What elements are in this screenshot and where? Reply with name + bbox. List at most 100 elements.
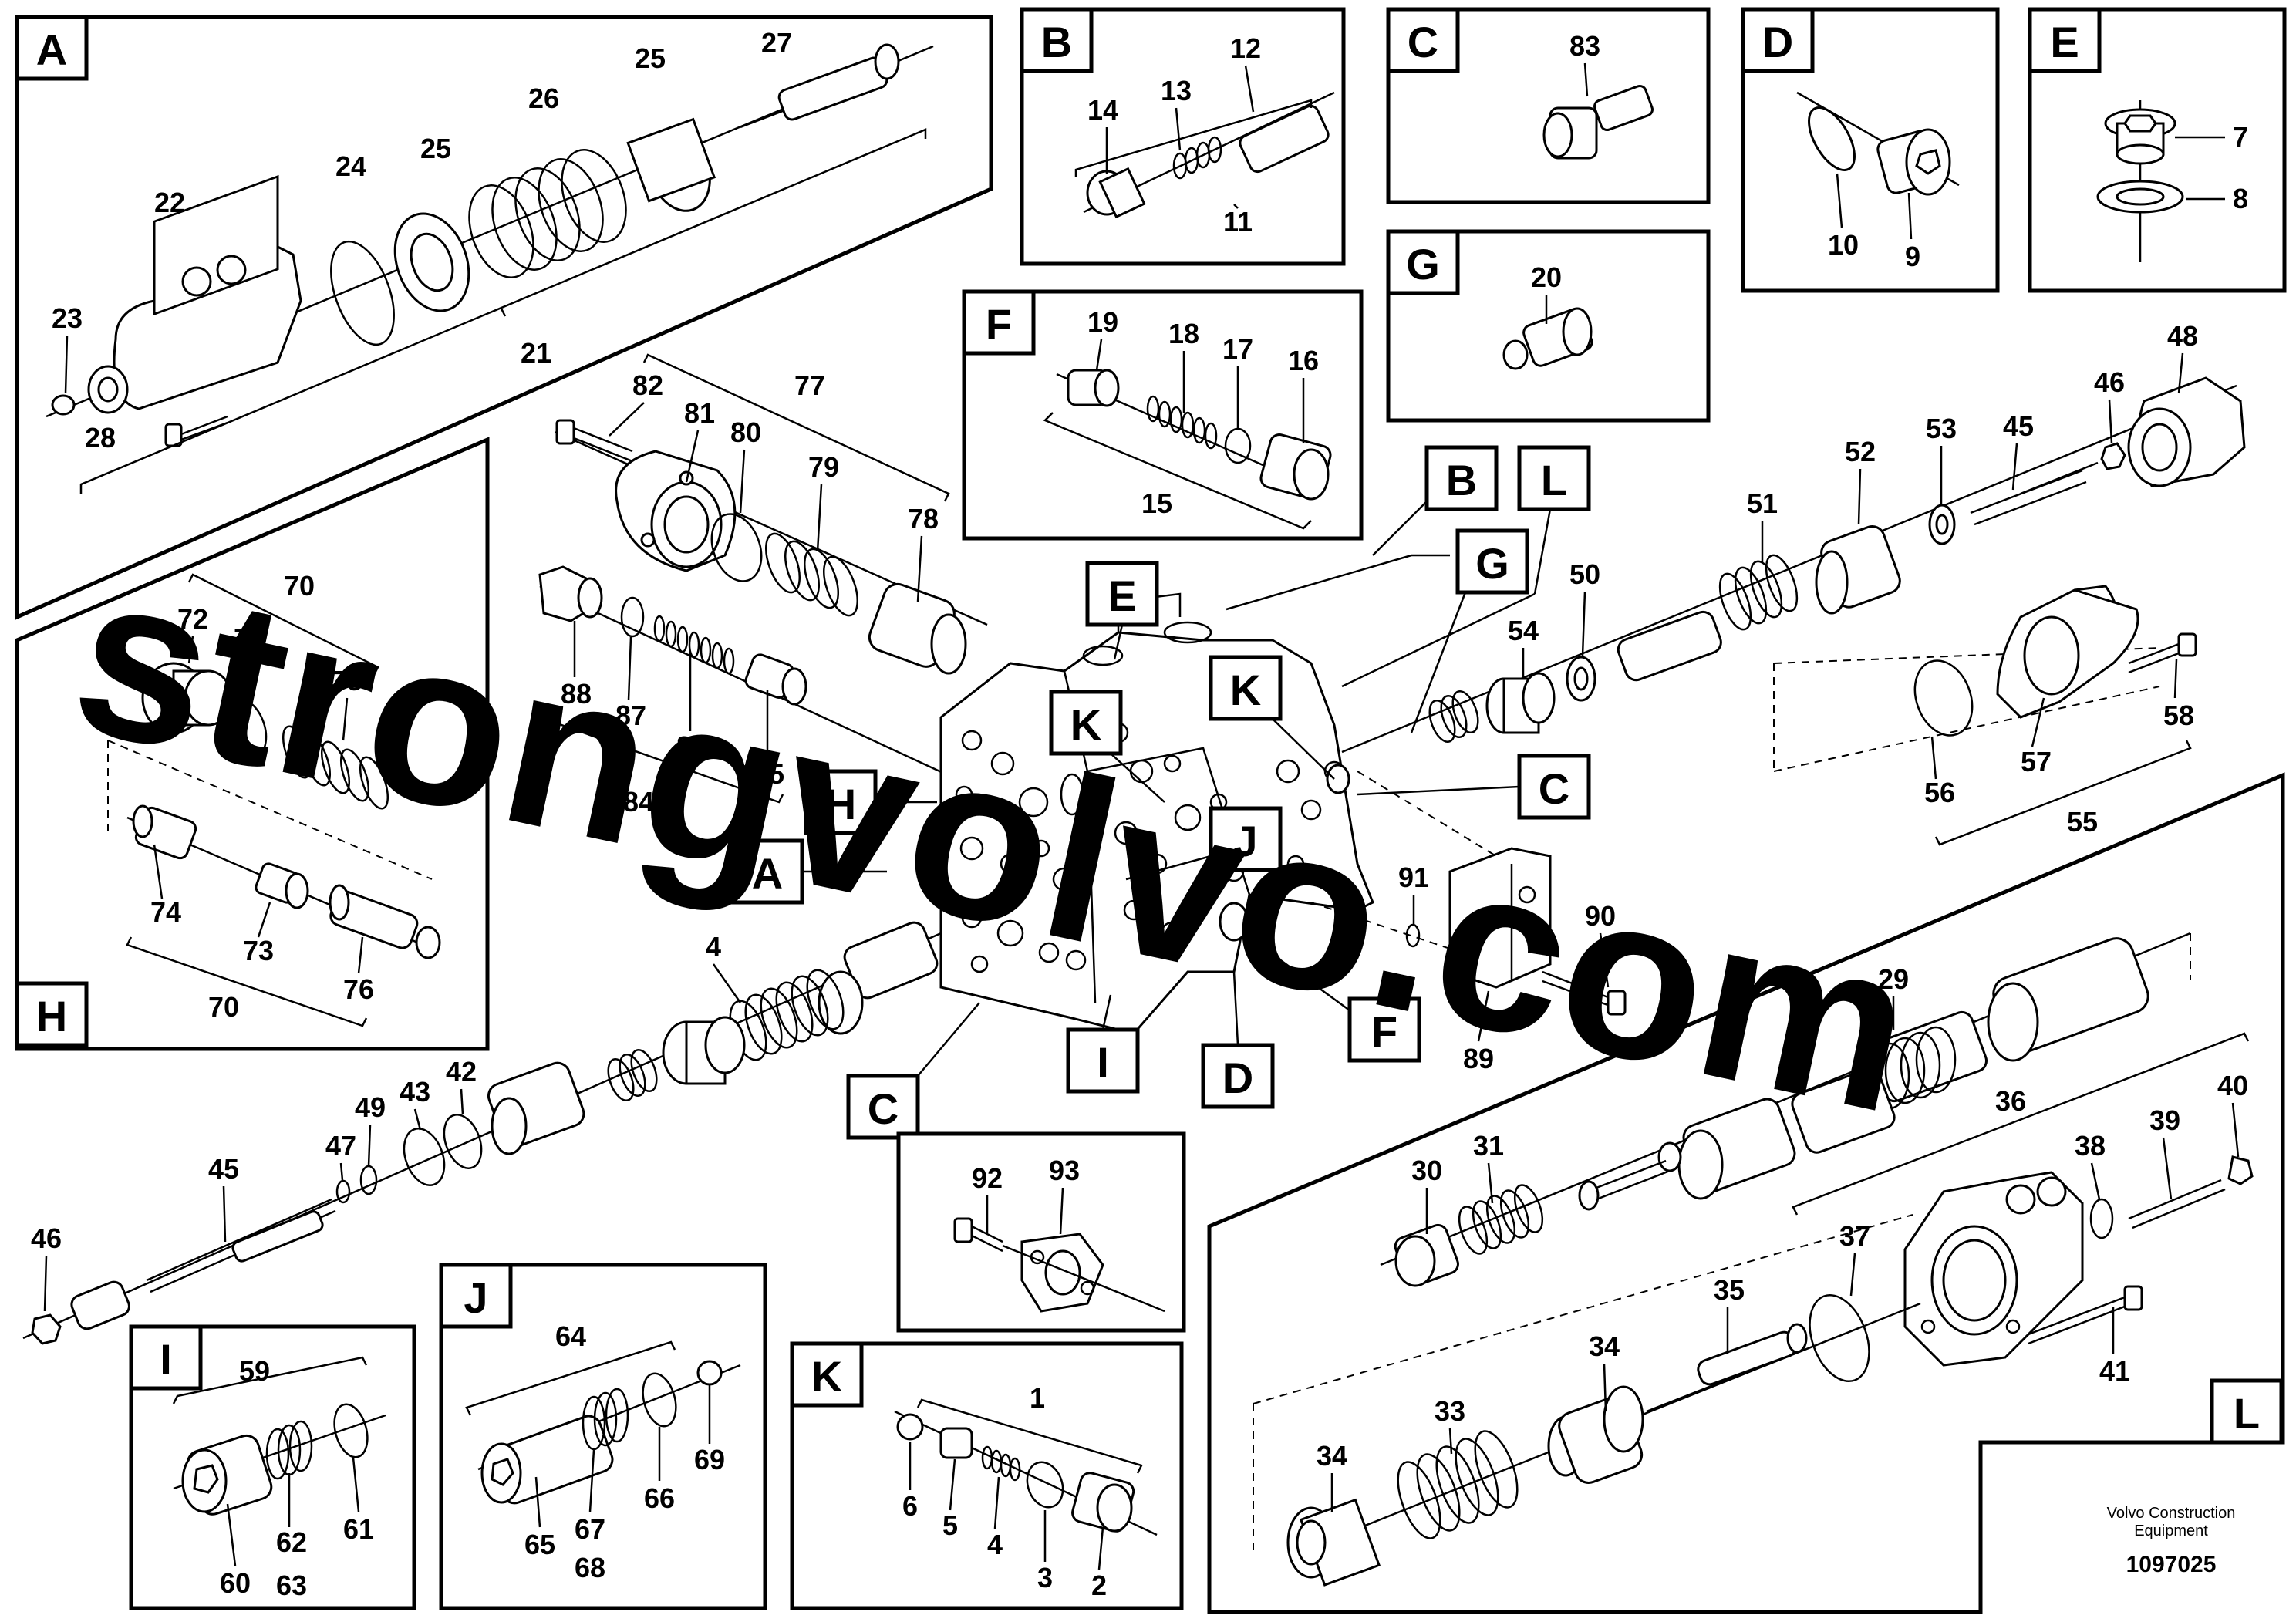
part-number-label: 74	[150, 896, 181, 928]
part-number-label: 42	[446, 1056, 477, 1088]
part-number-label: 70	[208, 991, 239, 1023]
section-a-label: A	[36, 25, 67, 74]
part-37-oring	[1809, 1293, 1870, 1383]
part-20	[1502, 307, 1593, 370]
assembly-77-84: 77 82 81 80 79 78 88 87 86 85 84	[538, 353, 988, 818]
part-35-rod	[1646, 1323, 1808, 1413]
part-82-screw	[555, 419, 633, 463]
part-number-label: 56	[1924, 777, 1955, 808]
part-87-oring	[620, 596, 645, 638]
part-22-housing	[87, 174, 302, 414]
part-61-oring	[333, 1403, 369, 1458]
part-54	[1485, 672, 1556, 734]
spring-left	[607, 1049, 658, 1101]
panel-f: F 19 18 17 16 15	[962, 289, 1364, 541]
part-number-label: 69	[694, 1444, 725, 1475]
section-l-label: L	[2234, 1389, 2260, 1438]
part-6-ball	[896, 1413, 924, 1441]
part-number-label: 5	[942, 1509, 958, 1541]
part-49	[359, 1165, 378, 1195]
part-number-label: 86	[676, 730, 707, 762]
part-34-seat	[1286, 1498, 1381, 1587]
part-30-plug	[1394, 1223, 1459, 1287]
part-4-spring	[981, 1445, 1021, 1482]
part-78-seat	[868, 582, 967, 675]
section-c-label: C	[1408, 18, 1438, 66]
part-number-label: 81	[684, 397, 715, 429]
section-callout-label: J	[1233, 817, 1257, 865]
part-number-label: 64	[555, 1320, 586, 1352]
part-number-label: 92	[972, 1162, 1003, 1194]
section-callout-label: H	[825, 780, 856, 828]
panel-c-top: C 83	[1386, 7, 1711, 204]
part-71-oring	[218, 696, 268, 761]
part-number-label: 89	[1463, 1043, 1494, 1074]
part-45-rod	[1970, 461, 2099, 526]
part-number-label: 12	[1230, 32, 1261, 64]
part-8-washer	[2096, 180, 2184, 214]
part-93-clamp	[1020, 1233, 1104, 1313]
part-number-label: 72	[177, 603, 208, 635]
part-number-label: 58	[2163, 700, 2194, 731]
part-number-label: 78	[908, 503, 939, 534]
part-88	[538, 565, 603, 622]
part-number-label: 11	[1223, 206, 1253, 238]
part-number-label: 48	[2167, 320, 2198, 352]
part-number-label: 46	[2094, 366, 2125, 398]
part-number-label: 40	[2217, 1070, 2248, 1101]
left-lower-chain: 4 42 43 49 47 45 46	[22, 921, 942, 1345]
part-54-left	[662, 1016, 746, 1085]
panel-h: H 70 72	[15, 437, 490, 1051]
part-number-label: 85	[754, 758, 784, 790]
part-number-label: 34	[1589, 1330, 1620, 1362]
part-number-label: 25	[635, 42, 666, 74]
part-number-label: 24	[335, 150, 366, 182]
part-65-valve	[480, 1415, 614, 1505]
part-28-screw	[164, 415, 228, 447]
part-number-label: 75	[332, 665, 362, 696]
part-69-ball	[696, 1360, 723, 1386]
part-57-cover	[1996, 585, 2139, 719]
part-48-cap	[2127, 376, 2246, 487]
part-76	[329, 884, 441, 959]
part-number-label: 19	[1087, 306, 1118, 338]
part-number-label: 3	[1037, 1562, 1053, 1593]
part-number-label: 59	[239, 1355, 270, 1387]
part-number-label: 28	[85, 422, 116, 454]
part-43-ring	[403, 1128, 446, 1186]
company-name-line1: Volvo Construction	[2107, 1505, 2236, 1522]
panel-g: G 20	[1386, 229, 1711, 423]
part-number-label: 2	[1091, 1570, 1107, 1601]
section-f-label: F	[986, 300, 1012, 349]
part-number-label: 6	[902, 1490, 918, 1522]
part-number-label: 53	[1926, 413, 1957, 444]
part-number-label: 77	[794, 369, 825, 401]
panel-a: A	[15, 15, 993, 620]
part-42-oring	[443, 1114, 483, 1169]
part-39-screw	[2128, 1179, 2226, 1229]
part-number-label: 18	[1168, 318, 1199, 349]
section-callout-label: E	[1108, 572, 1136, 620]
part-number-label: 34	[1317, 1440, 1347, 1472]
part-46-left-cap	[70, 1280, 130, 1330]
part-2-plug	[1071, 1472, 1135, 1533]
part-number-label: 93	[1049, 1155, 1080, 1186]
part-number-label: 50	[1569, 558, 1600, 590]
part-number-label: 63	[276, 1570, 307, 1601]
part-number-label: 60	[220, 1567, 251, 1599]
panel-92-93: 92 93	[896, 1131, 1186, 1333]
part-number-label: 67	[575, 1513, 605, 1545]
panel-k: K 1 6 5 4 3 2	[790, 1341, 1184, 1610]
section-j-label: J	[464, 1273, 487, 1322]
right-upper-chain: 54 50 51 52 53 45 46 48 56	[1341, 320, 2246, 846]
section-callout-label: C	[1539, 764, 1569, 813]
section-callout-label: F	[1371, 1007, 1397, 1056]
part-4-spool	[818, 921, 939, 1035]
part-number-label: 51	[1747, 487, 1778, 519]
part-75-spring	[282, 725, 389, 810]
part-80-oring	[710, 513, 763, 582]
section-b-label: B	[1041, 18, 1072, 66]
part-74	[132, 804, 197, 860]
part-83	[1542, 84, 1654, 160]
part-31-spring	[1458, 1184, 1544, 1255]
